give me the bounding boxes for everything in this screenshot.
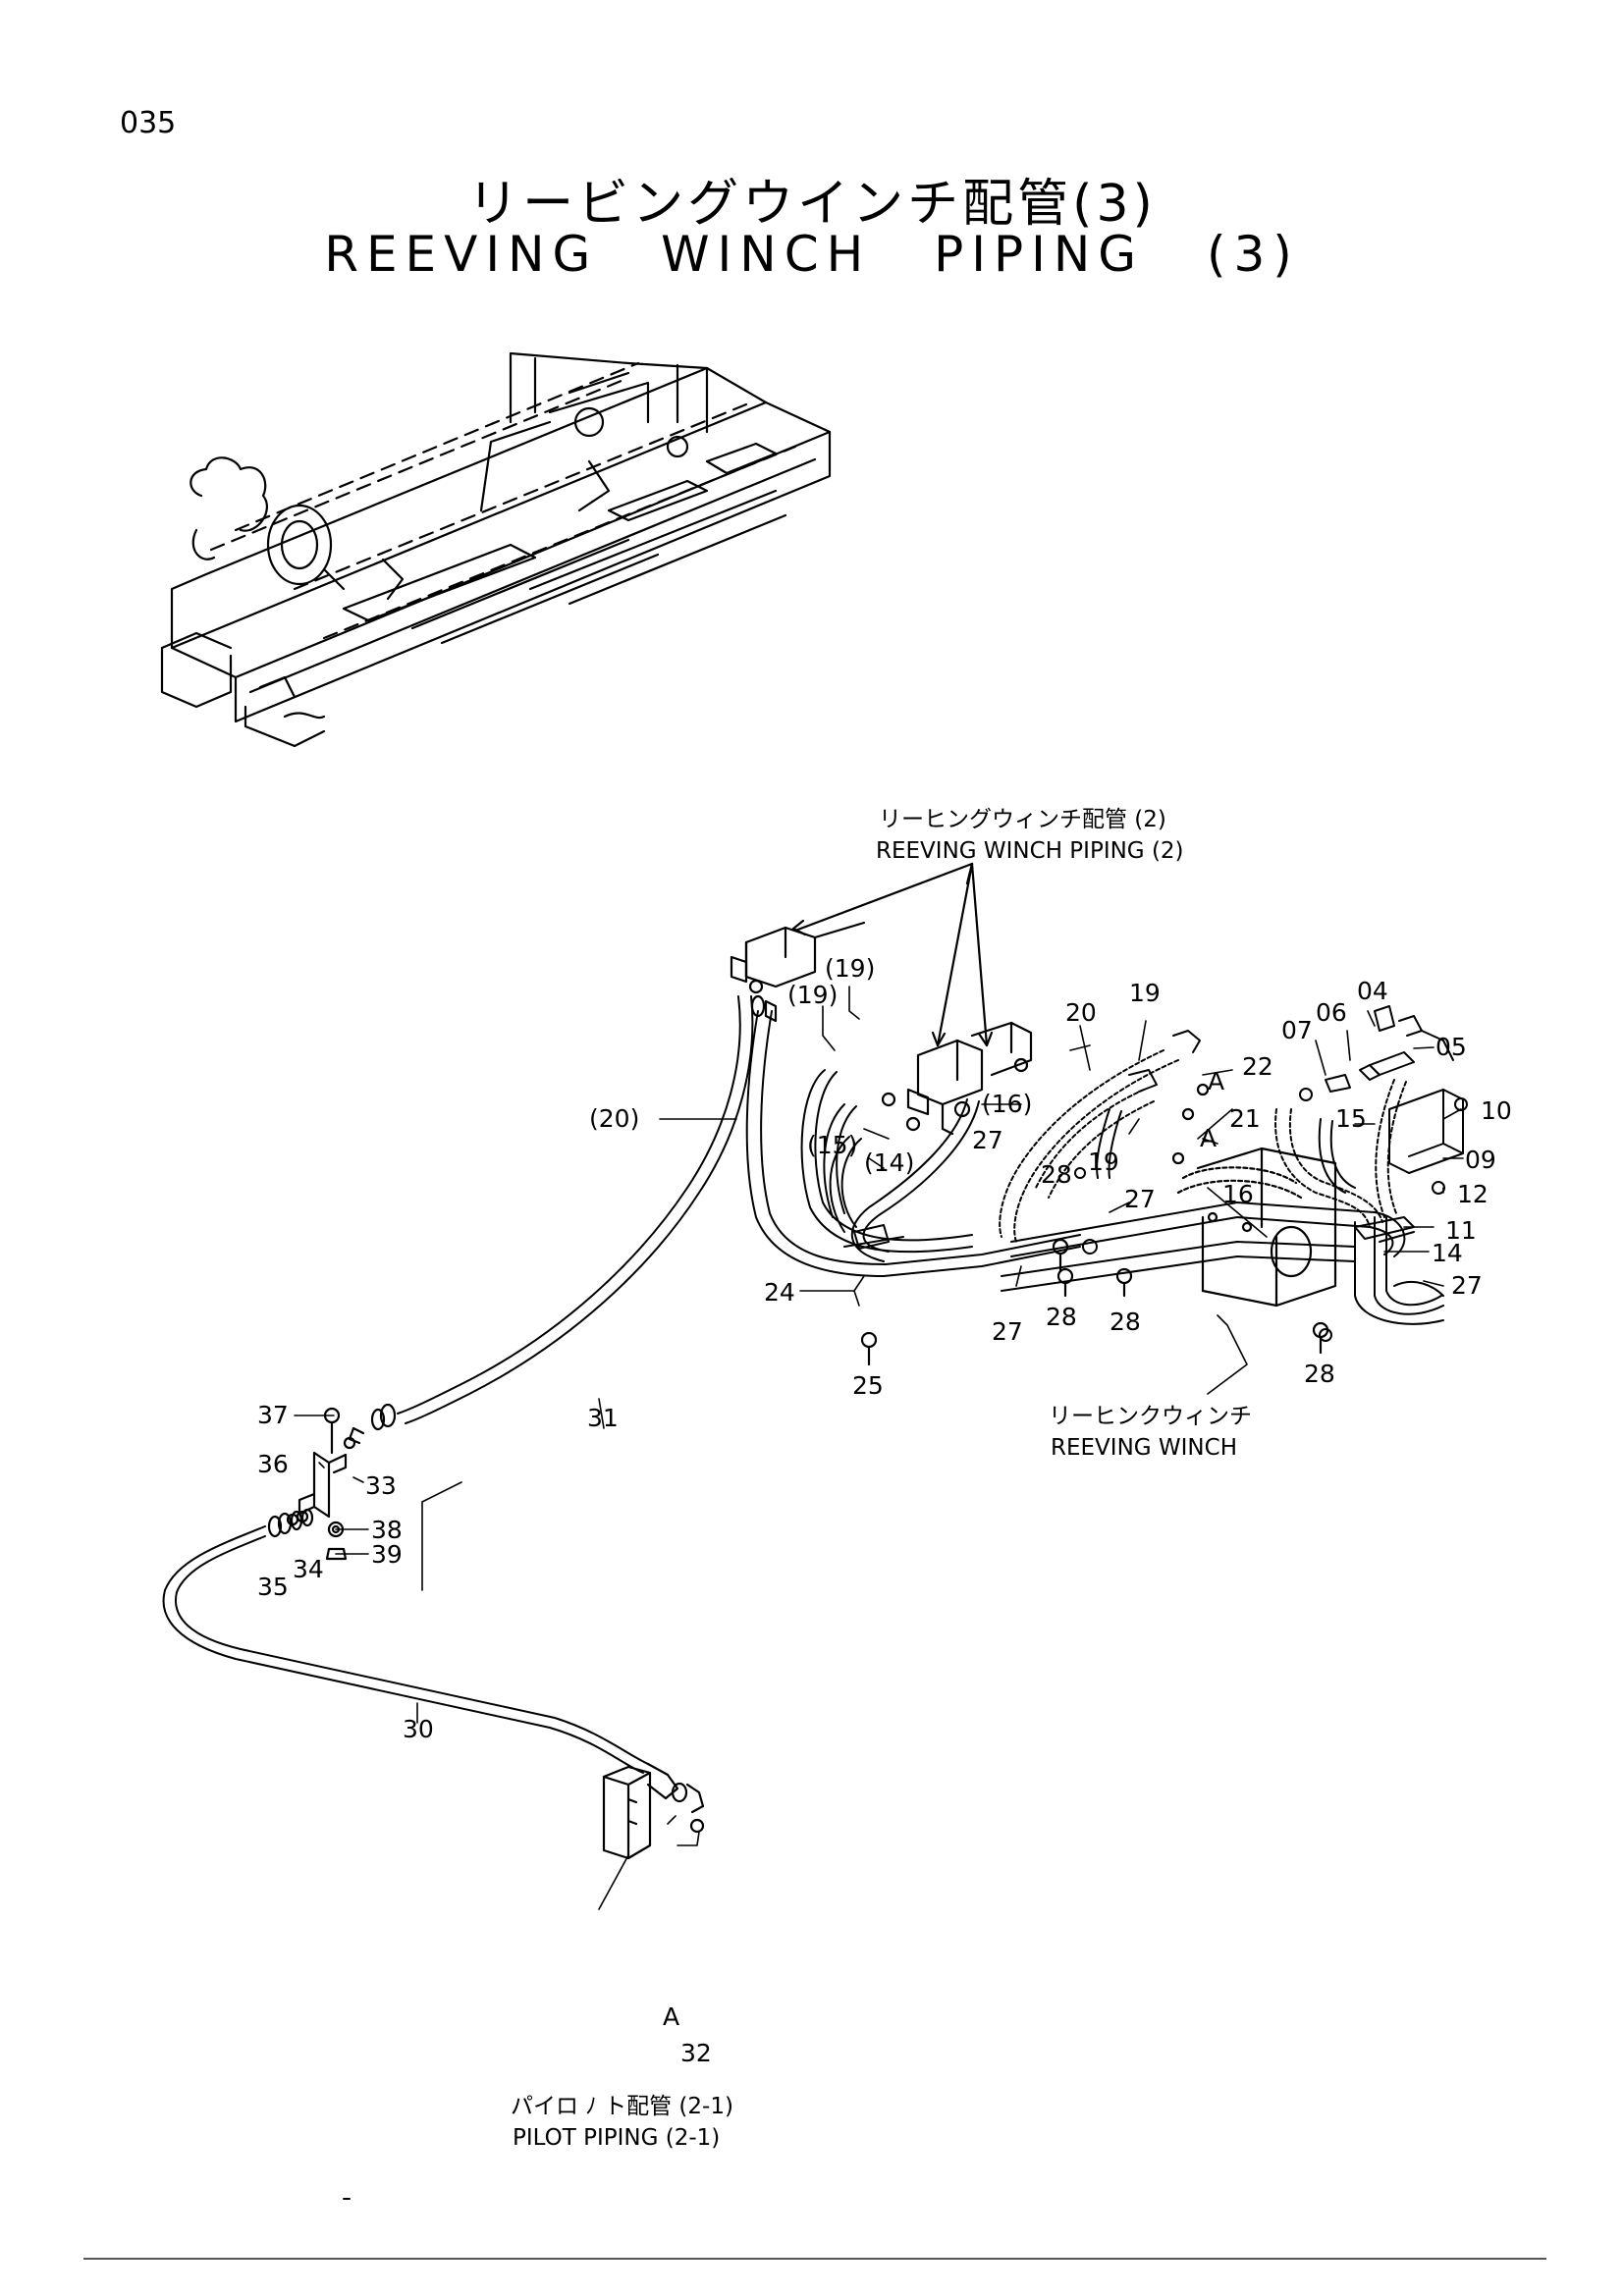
callout-06: 06	[1316, 998, 1347, 1027]
callout-36: 36	[257, 1450, 289, 1478]
callout-28-lower-center: 28	[1110, 1308, 1141, 1336]
callout-19-ref-top: (19)	[825, 954, 875, 983]
callout-30: 30	[403, 1715, 434, 1743]
callout-33: 33	[365, 1471, 397, 1500]
reeving-winch	[1176, 1147, 1337, 1308]
callout-27-right: 27	[1451, 1271, 1483, 1300]
callout-10: 10	[1481, 1096, 1512, 1125]
callout-20: 20	[1065, 998, 1097, 1027]
callout-labels: (19) (19) (20) (16) (15) (14) 20 19 19 2…	[257, 954, 1512, 2067]
callout-27-mid: 27	[1124, 1185, 1156, 1213]
callout-27-left: 27	[972, 1126, 1003, 1154]
ref-pilot-piping-jp: パイロ ﾉ ト配管 (2-1)	[511, 2094, 733, 2119]
callout-a-upper: A	[1208, 1067, 1224, 1095]
bottom-rule	[83, 2258, 1546, 2260]
callout-16-ref: (16)	[982, 1090, 1032, 1118]
callout-22: 22	[1242, 1052, 1273, 1081]
callout-11: 11	[1445, 1216, 1477, 1245]
pipe-30	[162, 1508, 705, 1834]
callout-35: 35	[257, 1573, 289, 1601]
callout-34: 34	[293, 1555, 324, 1583]
ref-reeving-winch-piping-2-en: REEVING WINCH PIPING (2)	[876, 838, 1184, 864]
callout-37: 37	[257, 1401, 289, 1429]
callout-28-upper: 28	[1041, 1160, 1072, 1189]
callout-04: 04	[1357, 977, 1388, 1005]
callout-28-lower-left: 28	[1046, 1303, 1077, 1331]
ref-reeving-winch-jp: リーヒンクウィンチ	[1049, 1404, 1252, 1429]
machine-frame-illustration	[160, 351, 832, 748]
callout-32: 32	[680, 2039, 712, 2067]
title-english: REEVING WINCH PIPING (3)	[324, 226, 1300, 283]
callout-15-ref: (15)	[807, 1131, 857, 1159]
callout-21: 21	[1229, 1104, 1261, 1133]
reference-valve-upper	[730, 862, 994, 1047]
callout-38: 38	[371, 1516, 403, 1544]
hose-bundle-left	[745, 1010, 1081, 1277]
callout-25: 25	[852, 1371, 884, 1400]
bolts	[860, 1083, 1329, 1366]
callout-14: 14	[1432, 1239, 1463, 1267]
title-japanese: リービングウインチ配管(3)	[467, 175, 1157, 234]
callout-16: 16	[1222, 1180, 1254, 1208]
center-valve-cluster	[881, 1021, 1033, 1136]
callout-09: 09	[1465, 1146, 1496, 1174]
callout-19-ref: (19)	[787, 981, 838, 1009]
callout-07: 07	[1281, 1016, 1313, 1044]
callout-a-bottom: A	[663, 2002, 679, 2031]
callout-27-bottom: 27	[992, 1317, 1023, 1346]
hose-bundle-center	[999, 1030, 1406, 1292]
callout-19-top: 19	[1129, 979, 1161, 1007]
bracket-36-assembly	[286, 1407, 348, 1561]
ref-reeving-winch-piping-2-jp: リーヒングウィンチ配管 (2)	[879, 807, 1166, 832]
leader-lines	[294, 986, 1464, 1910]
callout-19-lower: 19	[1088, 1148, 1119, 1176]
callout-15: 15	[1335, 1104, 1367, 1133]
callout-20-ref: (20)	[589, 1104, 639, 1133]
pipe-31	[343, 995, 754, 1450]
pilot-valve-block	[602, 1765, 652, 1860]
reference-labels: リーヒングウィンチ配管 (2) REEVING WINCH PIPING (2)…	[511, 807, 1252, 2151]
callout-31: 31	[587, 1404, 619, 1432]
callout-28-right: 28	[1304, 1360, 1335, 1388]
callout-12: 12	[1457, 1180, 1489, 1208]
callout-39: 39	[371, 1540, 403, 1569]
ref-reeving-winch-en: REEVING WINCH	[1051, 1435, 1237, 1461]
page-number: 035	[120, 106, 177, 140]
callout-24: 24	[764, 1278, 795, 1307]
callout-05: 05	[1435, 1033, 1467, 1061]
callout-a-middle: A	[1200, 1124, 1217, 1152]
ref-pilot-piping-en: PILOT PIPING (2-1)	[513, 2125, 720, 2151]
callout-14-ref: (14)	[864, 1148, 914, 1177]
